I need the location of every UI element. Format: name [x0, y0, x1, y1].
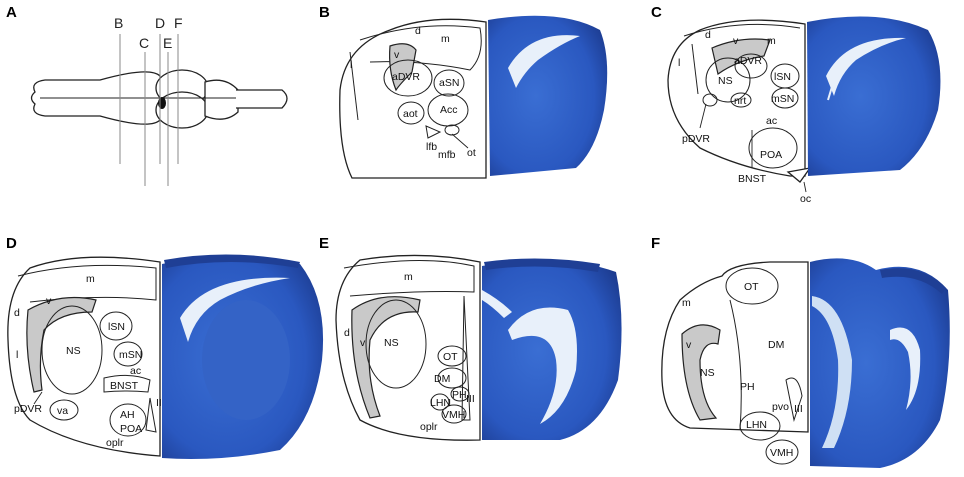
schematic-b: d m v l aDVR aSN Acc aot lfb mfb ot [339, 18, 487, 179]
region-lsn: lSN [774, 71, 791, 83]
region-ns: NS [718, 75, 733, 87]
region-ns: NS [384, 337, 399, 349]
region-iii: III [794, 403, 803, 415]
panel-d: D m d v l NS lSN mSN ac BNST pDVR va AH [6, 235, 324, 459]
region-advr: aDVR [734, 55, 762, 67]
section-label-c: C [139, 35, 149, 51]
histology-f [810, 258, 950, 468]
region-lhn: LHN [746, 419, 767, 431]
panel-label-e: E [319, 235, 329, 252]
histology-c [807, 16, 941, 176]
region-lsn: lSN [108, 321, 125, 333]
section-lines: B C D E F [114, 15, 183, 186]
panel-label-c: C [651, 4, 662, 21]
schematic-e: m d v NS OT DM PH LHN VMH III oplr [335, 254, 481, 441]
region-msn: mSN [771, 93, 794, 105]
region-m: m [441, 33, 450, 45]
panel-c: C d v m l aDVR NS lSN mSN nrt [651, 4, 941, 205]
region-ph: PH [452, 389, 467, 401]
panel-e: E m d v NS OT DM PH LHN VMH III oplr [319, 235, 622, 441]
region-aot: aot [403, 108, 418, 120]
region-pdvr: pDVR [682, 133, 710, 145]
region-oplr: oplr [420, 421, 438, 433]
region-pdvr: pDVR [14, 403, 42, 415]
region-v: v [686, 339, 692, 351]
region-l: l [350, 59, 352, 71]
schematic-f: OT m v NS DM PH pvo LHN VMH III [661, 261, 809, 465]
brain-dorsal-view [30, 69, 288, 129]
histology-b [488, 15, 608, 176]
region-ns: NS [700, 367, 715, 379]
region-msn: mSN [119, 349, 142, 361]
region-m: m [404, 271, 413, 283]
region-iii: III [156, 397, 165, 409]
region-dm: DM [768, 339, 784, 351]
histology-d [162, 254, 324, 459]
region-ac: ac [766, 115, 777, 127]
section-label-e: E [163, 35, 172, 51]
region-v: v [733, 35, 739, 47]
region-advr: aDVR [392, 71, 420, 83]
region-ah: AH [120, 409, 135, 421]
region-vmh: VMH [442, 409, 465, 421]
panel-label-a: A [6, 4, 17, 21]
region-ot: OT [744, 281, 759, 293]
section-label-d: D [155, 15, 165, 31]
region-asn: aSN [439, 77, 459, 89]
region-bnst: BNST [110, 380, 139, 392]
region-l: l [16, 349, 18, 361]
schematic-c: d v m l aDVR NS lSN mSN nrt ac pDVR POA … [667, 19, 812, 205]
region-dm: DM [434, 373, 450, 385]
region-m: m [86, 273, 95, 285]
histology-e [482, 258, 622, 440]
region-m: m [767, 35, 776, 47]
region-nrt: nrt [734, 95, 746, 107]
region-d: d [14, 307, 20, 319]
region-v: v [360, 337, 366, 349]
region-ns: NS [66, 345, 81, 357]
schematic-d: m d v l NS lSN mSN ac BNST pDVR va AH PO… [7, 256, 165, 457]
region-lhn: LHN [430, 397, 451, 409]
region-vmh: VMH [770, 447, 793, 459]
panel-label-f: F [651, 235, 660, 252]
region-bnst: BNST [738, 173, 767, 185]
section-label-f: F [174, 15, 183, 31]
region-ph: PH [740, 381, 755, 393]
region-ot: OT [443, 351, 458, 363]
panel-f: F OT m v NS DM PH pvo LHN VMH III [651, 235, 950, 468]
region-mfb: mfb [438, 149, 456, 161]
region-d: d [415, 25, 421, 37]
region-ac: ac [130, 365, 141, 377]
section-label-b: B [114, 15, 123, 31]
region-v: v [394, 49, 400, 61]
region-m: m [682, 297, 691, 309]
region-ot: ot [467, 147, 476, 159]
region-va: va [57, 405, 68, 417]
panel-label-d: D [6, 235, 17, 252]
region-lfb: lfb [426, 141, 437, 153]
panel-b: B d m v l aDVR aSN Acc aot lfb mfb ot [319, 4, 608, 179]
region-d: d [705, 29, 711, 41]
region-v: v [46, 295, 52, 307]
region-d: d [344, 327, 350, 339]
region-oc: oc [800, 193, 811, 205]
panel-label-b: B [319, 4, 330, 21]
region-oplr: oplr [106, 437, 124, 449]
region-pvo: pvo [772, 401, 789, 413]
panel-a: A B C D E F [6, 4, 288, 186]
region-poa: POA [760, 149, 782, 161]
region-poa: POA [120, 423, 142, 435]
region-l: l [678, 57, 680, 69]
region-iii: III [466, 393, 475, 405]
region-acc: Acc [440, 104, 458, 116]
